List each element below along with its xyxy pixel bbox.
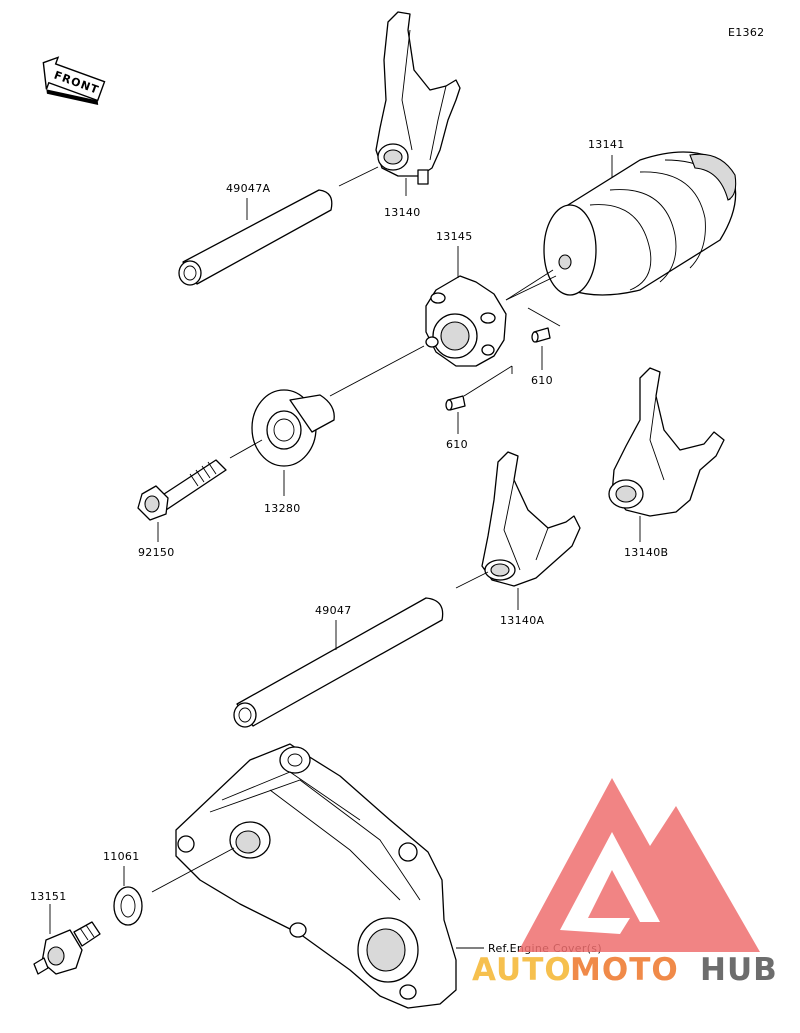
bolt-92150	[137, 459, 227, 521]
cam-13280	[251, 389, 335, 467]
switch-13151	[33, 921, 101, 975]
label-13140: 13140	[384, 206, 421, 219]
label-13140B: 13140B	[624, 546, 668, 559]
front-arrow-icon: FRONT	[42, 56, 106, 105]
label-610-upper: 610	[531, 374, 553, 387]
watermark-text: AUTO MOTO HUB	[472, 952, 778, 988]
engine-cover	[175, 743, 457, 1009]
label-49047A: 49047A	[226, 182, 270, 195]
pin-610-lower	[445, 395, 466, 411]
label-11061: 11061	[103, 850, 140, 863]
drum-plate-13145	[425, 275, 507, 367]
label-13151: 13151	[30, 890, 67, 903]
watermark-hub: HUB	[700, 952, 778, 988]
label-49047: 49047	[315, 604, 352, 617]
shaft-49047	[233, 597, 444, 728]
shift-fork-13140	[375, 11, 461, 185]
shaft-49047A	[178, 189, 333, 286]
label-13140A: 13140A	[500, 614, 544, 627]
watermark-moto: MOTO	[570, 952, 679, 988]
shift-fork-13140B	[608, 367, 725, 517]
leader-lines	[49, 155, 641, 949]
shift-fork-13140A	[481, 451, 581, 587]
label-13145: 13145	[436, 230, 473, 243]
label-92150: 92150	[138, 546, 175, 559]
watermark-triangle-icon	[518, 778, 760, 952]
washer-11061	[113, 886, 143, 926]
diagram-code: E1362	[728, 26, 764, 39]
pin-610-upper	[531, 327, 551, 343]
watermark-auto: AUTO	[472, 952, 572, 988]
label-13280: 13280	[264, 502, 301, 515]
label-610-lower: 610	[446, 438, 468, 451]
label-13141: 13141	[588, 138, 625, 151]
shift-drum-13141	[543, 151, 737, 296]
watermark-logo	[518, 778, 760, 952]
